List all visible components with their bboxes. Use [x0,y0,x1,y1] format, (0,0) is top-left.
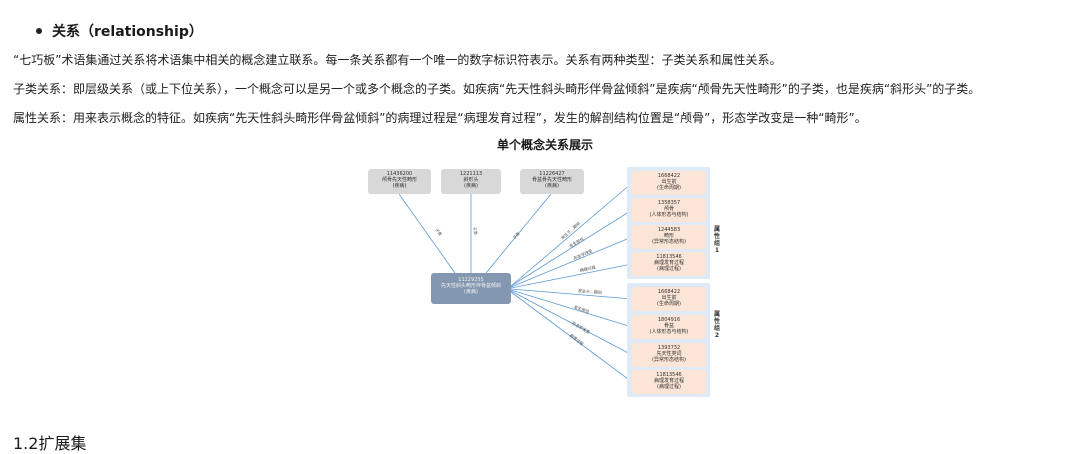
group-1-node-3: 1244583 畸形 (异常形态结构) [632,225,706,249]
attr-node-type: (生命周期) [657,301,681,307]
attr-node-type: (异常形态结构) [652,357,686,363]
group-2-edge-1 [510,288,633,300]
attribute-group-2-label: 属性组2 [713,311,720,339]
parent-node-id: 11436200 [386,171,413,177]
group-1-node-4: 11813546 病理发育过程 (病理过程) [632,252,706,276]
parent-node-3: 11226427 骨盆骨先天性畸形 (疾病) [520,169,584,194]
parent-node-id: 1221113 [459,171,483,177]
attr-node-name: 先天性类词 [656,351,682,357]
attr-node-name: 出生前 [661,179,677,185]
attr-node-name: 颅骨 [663,206,674,212]
center-node-type: (疾病) [464,289,478,295]
group-1-edge-2 [510,209,633,287]
attr-node-name: 畸形 [663,233,674,239]
group-2-edge-2 [510,289,633,328]
group-2-node-1: 1668422 出生前 (生命周期) [632,287,706,311]
paragraph-attribute: 属性关系：用来表示概念的特征。如疾病“先天性斜头畸形伴骨盆倾斜”的病理过程是“病… [13,111,867,125]
attr-node-id: 1244583 [657,227,681,233]
attr-node-id: 1393732 [657,345,681,351]
parent-node-name: 骨盆骨先天性畸形 [531,177,572,183]
attr-node-name: 出生前 [661,295,677,301]
parent-node-id: 11226427 [539,171,565,177]
bullet-dot [36,28,42,34]
group-1-edge-1 [510,182,633,287]
group-1-node-2: 1358357 颅骨 (人体形态与结构) [632,198,706,222]
section-bullet: 关系（relationship） [36,20,203,42]
group-2-edge-3 [510,290,633,356]
attr-node-type: (病理过程) [657,384,681,390]
next-section-heading: 1.2扩展集 [13,434,87,453]
parent-node-2: 1221113 斜形头 (疾病) [441,169,501,194]
attr-node-type: (人体形态与结构) [649,329,689,335]
center-node-id: 11229255 [458,277,484,283]
attr-node-id: 1668422 [657,173,681,179]
attr-node-name: 骨盆 [663,323,674,329]
section-heading: 关系（relationship） [52,24,203,40]
figure-title: 单个概念关系展示 [496,138,593,152]
attr-node-type: (异常形态结构) [652,239,686,245]
attr-node-id: 1804916 [657,317,681,323]
attr-node-id: 11813546 [656,372,682,378]
attr-node-name: 病理发育过程 [653,260,684,266]
group-1-node-1: 1668422 出生前 (生命周期) [632,171,706,195]
parent-node-type: (疾病) [545,183,559,189]
center-node-name: 先天性斜头畸形伴骨盆倾斜 [440,283,501,289]
group-2-node-2: 1804916 骨盆 (人体形态与结构) [632,315,706,339]
attr-node-type: (人体形态与结构) [649,212,689,218]
parent-edge-1 [398,193,456,274]
parent-node-name: 颅骨先天性畸形 [381,177,417,183]
parent-edge-label-2: 子类 [472,226,479,236]
parent-node-1: 11436200 颅骨先天性畸形 (疾病) [368,169,431,194]
attr-node-id: 1358357 [657,200,681,206]
attribute-group-1-label: 属性组1 [713,226,720,254]
group-2-node-4: 11813546 病理发育过程 (病理过程) [632,370,706,394]
relationship-figure: 单个概念关系展示 11436200 颅骨先天性畸形 (疾病) 1221113 斜… [368,138,720,397]
attr-node-name: 病理发育过程 [653,378,684,384]
attr-node-type: (病理过程) [657,266,681,272]
center-concept-node: 11229255 先天性斜头畸形伴骨盆倾斜 (疾病) [431,273,511,304]
connector-lines [398,182,633,383]
parent-node-type: (疾病) [392,183,407,189]
attr-node-id: 1668422 [657,289,681,295]
group-2-edge-4 [510,291,633,383]
paragraph-intro: “七巧板”术语集通过关系将术语集中相关的概念建立联系。每一条关系都有一个唯一的数… [13,53,782,67]
group-1-edge-3 [510,236,633,288]
attr-node-id: 11813546 [656,254,682,260]
group-2-node-3: 1393732 先天性类词 (异常形态结构) [632,343,706,367]
paragraph-subclass: 子类关系：即层级关系（或上下位关系），一个概念可以是另一个或多个概念的子类。如疾… [13,82,981,96]
group-1-edge-4 [510,263,633,289]
parent-edge-3 [485,193,552,274]
attr-node-type: (生命周期) [657,185,681,191]
parent-node-type: (疾病) [464,183,478,189]
parent-node-name: 斜形头 [463,177,479,183]
